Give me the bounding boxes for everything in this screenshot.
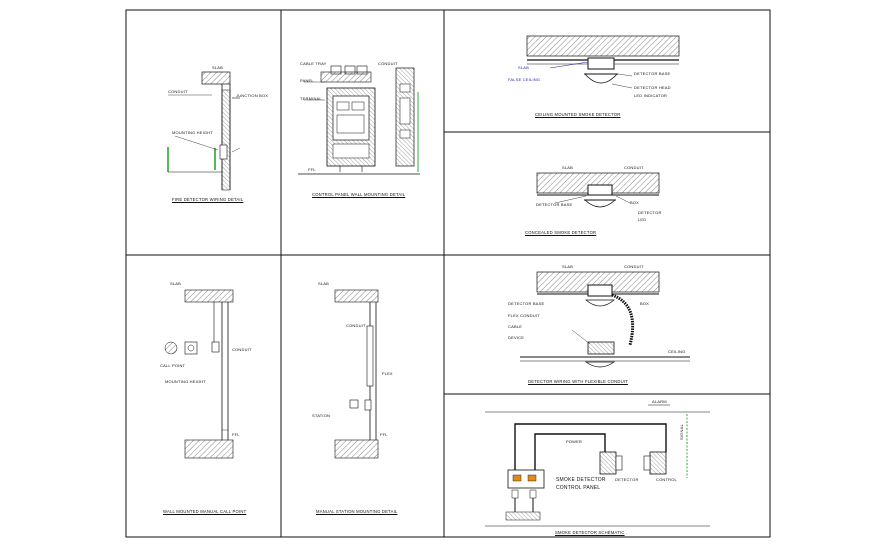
p6-label-l1: CONDUIT <box>346 323 366 328</box>
p6-label-floor: FFL <box>380 432 388 437</box>
p2-label-floor: FFL <box>308 167 316 172</box>
p1-label-note1: CONDUIT <box>168 89 188 94</box>
p8-label-panel: SMOKE DETECTOR <box>556 477 606 483</box>
slab <box>526 35 680 57</box>
p5-label-top: SLAB <box>170 281 182 286</box>
p6-label-r1: FLEX <box>382 371 393 376</box>
p3-label-l2: FALSE CEILING <box>508 77 541 82</box>
p8-label-right: CONTROL <box>656 477 677 482</box>
panel-1-drawing <box>167 71 241 191</box>
p4-label-t2: CONDUIT <box>624 165 644 170</box>
p3-label-r3: LED INDICATOR <box>634 93 668 98</box>
p5-label-floor: FFL <box>232 432 240 437</box>
p2-label-left2: TERMINAL <box>300 96 322 101</box>
p7-label-l2: FLEX CONDUIT <box>508 313 540 318</box>
panel-7-drawing <box>520 271 690 368</box>
panel-6-drawing <box>334 289 379 459</box>
call-point <box>184 341 198 355</box>
p6-label-top: SLAB <box>318 281 330 286</box>
detector-2 <box>649 451 667 475</box>
panel-2-drawing <box>298 65 420 175</box>
p5-label-l1: CALL POINT <box>160 363 186 368</box>
p6-caption: MANUAL STATION MOUNTING DETAIL <box>316 509 398 514</box>
panel-4-drawing <box>536 172 660 208</box>
p7-caption: DETECTOR WIRING WITH FLEXIBLE CONDUIT <box>528 379 628 384</box>
wall <box>221 89 231 191</box>
p7-label-l4: DEVICE <box>508 335 525 340</box>
p4-label-r3: LED <box>638 217 647 222</box>
panel-5-drawing <box>164 289 234 459</box>
p8-label-mid: DETECTOR <box>615 477 639 482</box>
p3-label-l1: SLAB <box>518 65 530 70</box>
p1-label-top: SLAB <box>212 65 224 70</box>
p7-label-t2: CONDUIT <box>624 264 644 269</box>
p7-label-r1: BOX <box>640 301 650 306</box>
p5-label-l2: MOUNTING HEIGHT <box>165 379 206 384</box>
p3-caption: CEILING MOUNTED SMOKE DETECTOR <box>535 112 621 117</box>
p3-label-r2: DETECTOR HEAD <box>634 85 671 90</box>
p7-label-l3: CABLE <box>508 324 523 329</box>
manual-station <box>349 399 359 409</box>
p1-caption: FIRE DETECTOR WIRING DETAIL <box>172 197 244 202</box>
p4-caption: CONCEALED SMOKE DETECTOR <box>525 230 597 235</box>
p2-caption: CONTROL PANEL WALL MOUNTING DETAIL <box>312 192 406 197</box>
p2-label-top1: CABLE TRAY <box>300 61 327 66</box>
p5-caption: WALL MOUNTED MANUAL CALL POINT <box>163 509 247 514</box>
slab <box>201 71 231 85</box>
p8-label-top: ALARM <box>652 399 667 404</box>
p7-label-l1: DETECTOR BASE <box>508 301 545 306</box>
p4-label-l1: DETECTOR BASE <box>536 202 573 207</box>
control-unit <box>507 469 545 489</box>
p7-label-t1: SLAB <box>562 264 574 269</box>
p2-label-top2: CONDUIT <box>378 61 398 66</box>
p4-label-r1: BOX <box>630 200 640 205</box>
p7-label-r2: CEILING <box>668 349 686 354</box>
p8-label-panel2: CONTROL PANEL <box>556 485 601 491</box>
p8-label-side: SIGNAL <box>679 424 684 440</box>
p1-label-note2: JUNCTION BOX <box>236 93 269 98</box>
junction-box <box>219 144 228 160</box>
p6-label-l2: STATION <box>312 413 331 418</box>
p4-label-r2: DETECTOR <box>638 210 662 215</box>
p8-label-left: POWER <box>566 439 583 444</box>
p1-label-note3: MOUNTING HEIGHT <box>172 130 213 135</box>
panel-8-drawing <box>485 404 710 527</box>
p2-label-left1: PANEL <box>300 78 314 83</box>
sheet-border <box>125 9 771 538</box>
p4-label-t1: SLAB <box>562 165 574 170</box>
p8-caption: SMOKE DETECTOR SCHEMATIC <box>555 530 625 535</box>
p3-label-r1: DETECTOR BASE <box>634 71 671 76</box>
panel-3-drawing <box>526 35 680 89</box>
detector-1 <box>599 451 617 475</box>
p5-label-r1: CONDUIT <box>232 347 252 352</box>
